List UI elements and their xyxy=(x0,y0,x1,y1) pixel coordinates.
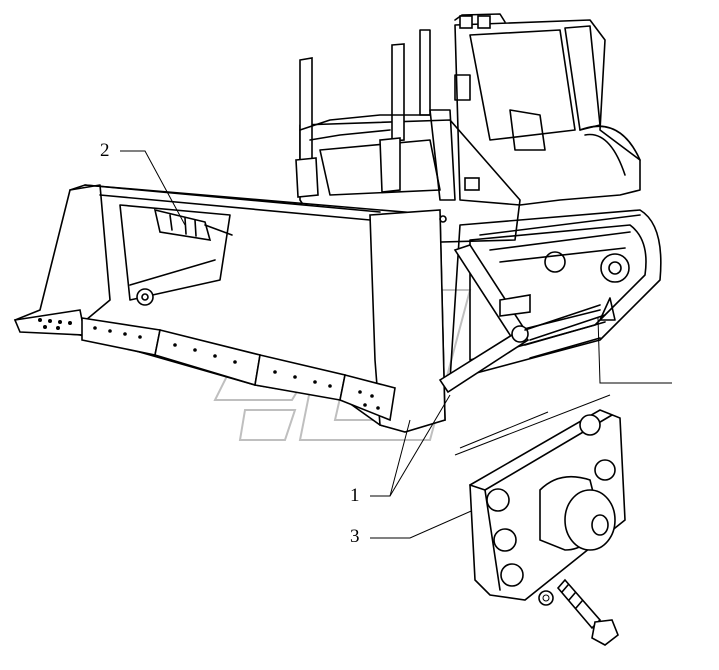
cutting-edge xyxy=(13,309,396,422)
washer-bolt xyxy=(538,578,619,646)
track xyxy=(449,209,662,381)
mounting-plate-detail xyxy=(469,409,626,601)
callout-3: 3 xyxy=(350,526,360,547)
callout-1: 1 xyxy=(350,485,360,506)
lift-cylinders xyxy=(295,43,431,198)
dozer-blade xyxy=(13,184,447,433)
cab xyxy=(454,13,641,206)
push-arms xyxy=(438,244,606,394)
leader-lines xyxy=(120,150,672,539)
callout-2: 2 xyxy=(100,140,110,161)
tilt-cylinder xyxy=(153,208,233,241)
